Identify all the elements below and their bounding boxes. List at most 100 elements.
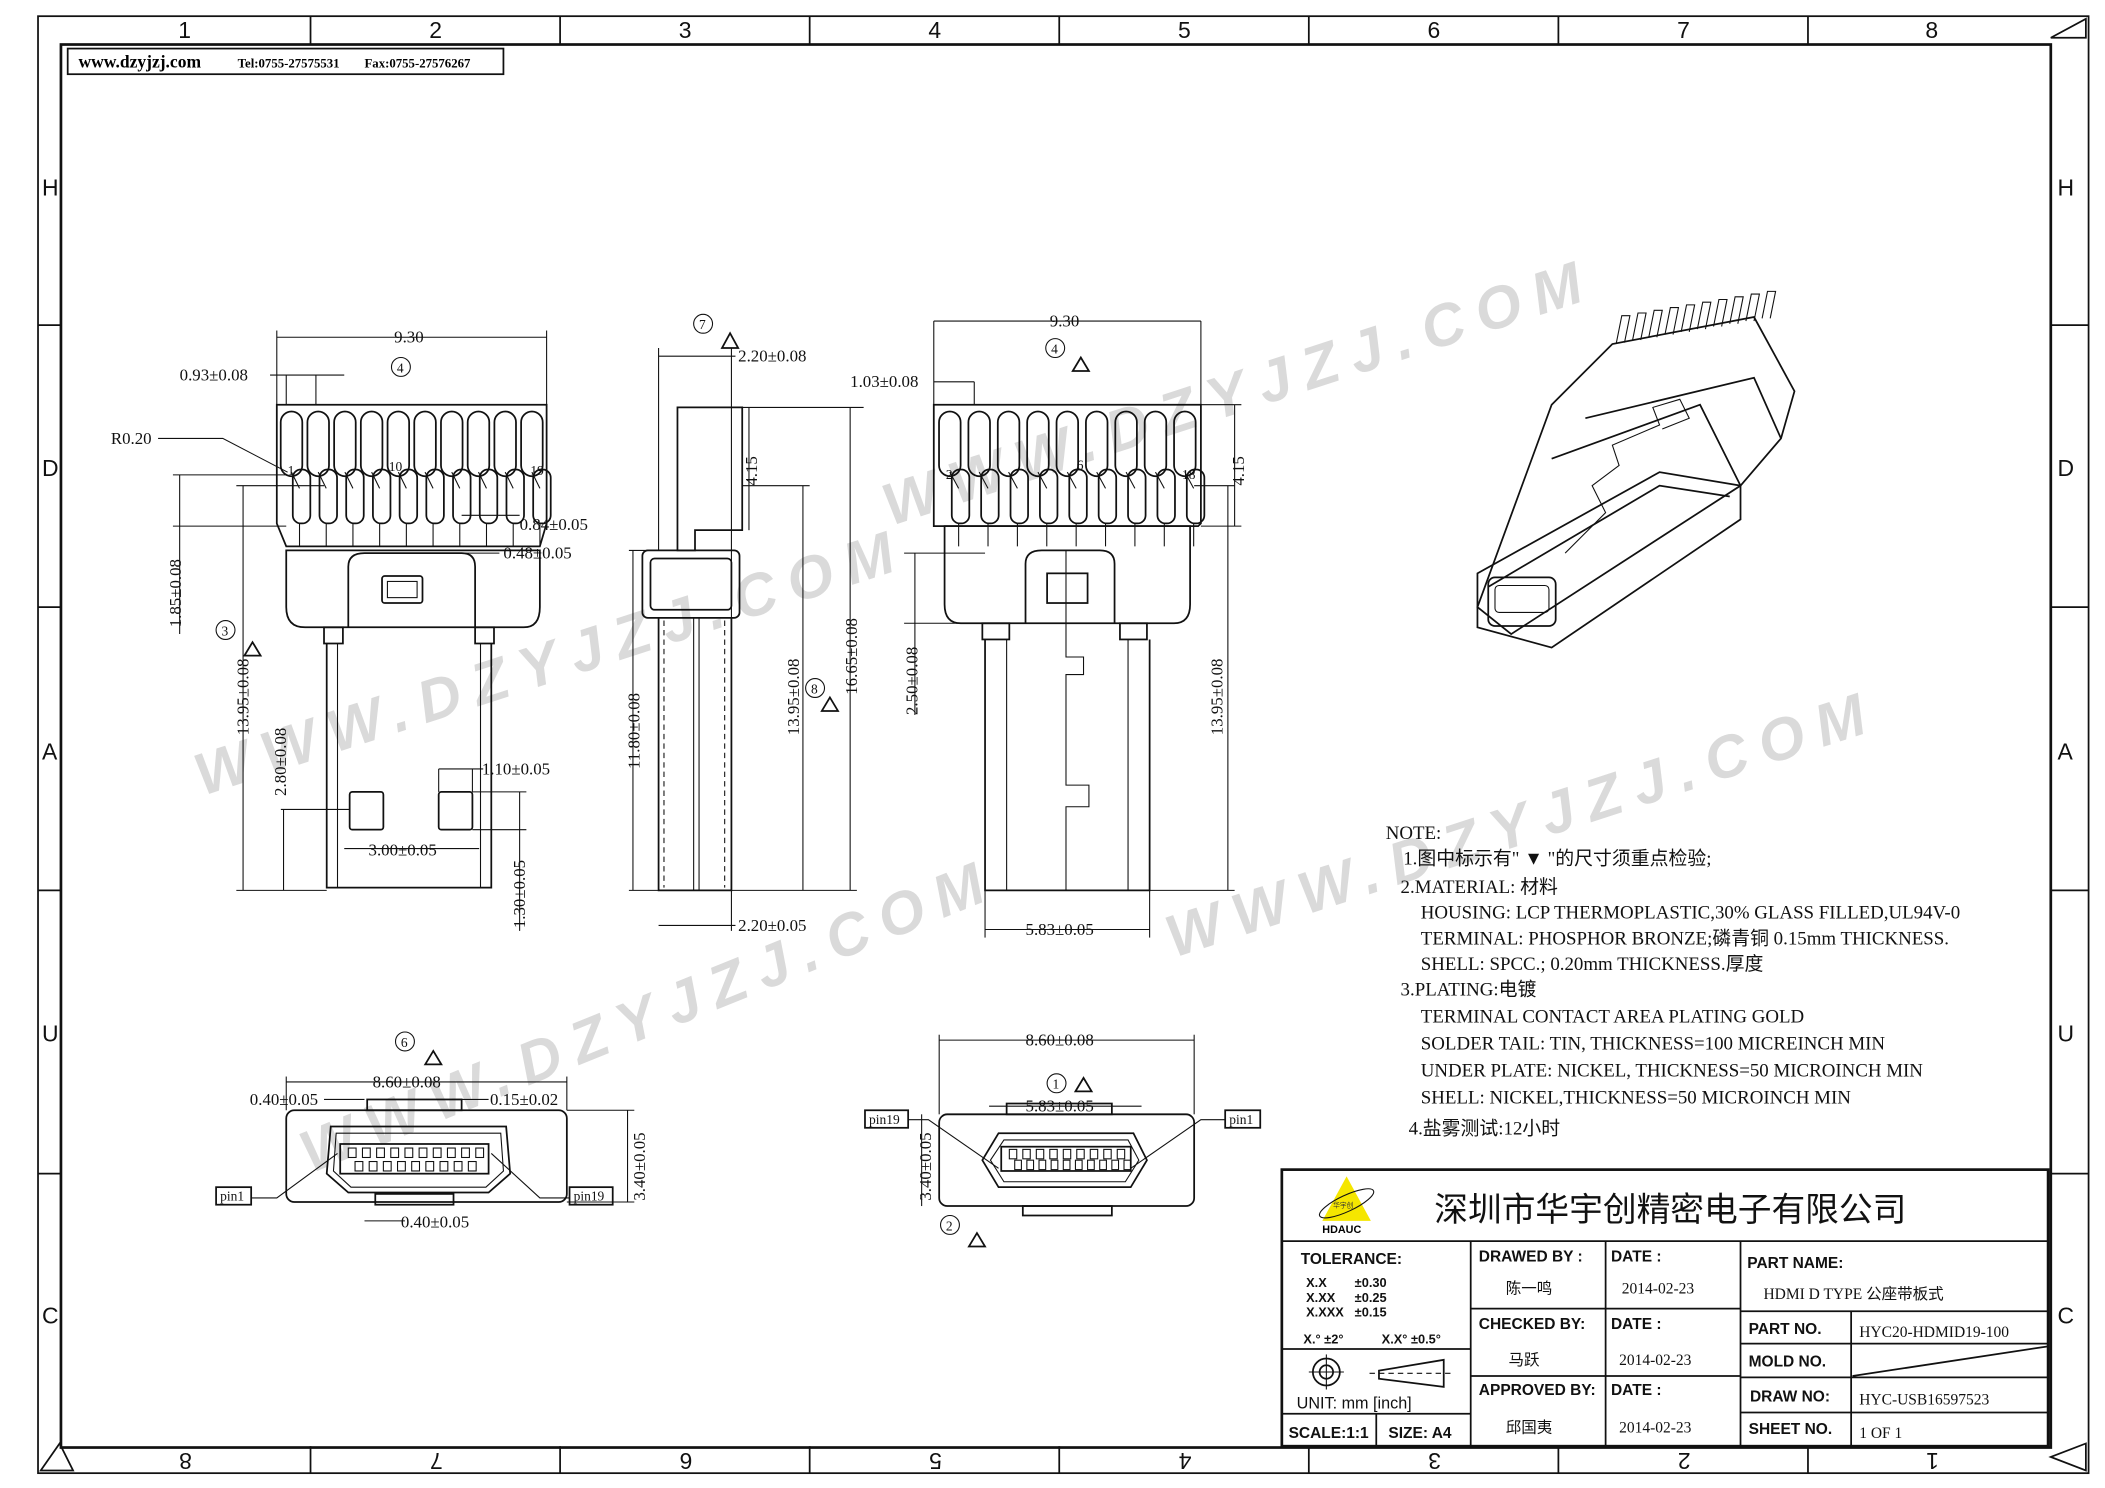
scale-text: SCALE:1:1 <box>1289 1425 1369 1442</box>
note-line: SOLDER TAIL: TIN, THICKNESS=100 MICREINC… <box>1421 1034 1886 1055</box>
contact <box>390 1147 400 1159</box>
solder-tail <box>938 410 962 478</box>
dim-width: 8.60±0.08 <box>1026 1031 1094 1050</box>
unit-text: UNIT: mm [inch] <box>1297 1394 1412 1412</box>
tolerance-format: X.XX <box>1306 1290 1336 1305</box>
contact <box>432 1147 442 1159</box>
tolerance-value: ±0.25 <box>1355 1290 1387 1305</box>
tolerance-format: X.X <box>1306 1275 1327 1290</box>
note-line: 3.PLATING:电镀 <box>1401 979 1537 1001</box>
terminal-pin <box>452 468 472 525</box>
draw-no-label: DRAW NO: <box>1750 1389 1830 1406</box>
terminal-pin <box>291 468 312 525</box>
frame-column-label: 3 <box>679 17 692 43</box>
part-name-label: PART NAME: <box>1747 1255 1843 1272</box>
logo-text: HDAUC <box>1322 1224 1361 1236</box>
pin-mark: 1 <box>288 463 295 478</box>
contact <box>1022 1148 1031 1160</box>
frame-column-label: 4 <box>928 17 941 43</box>
note-line: TERMINAL: PHOSPHOR BRONZE;磷青铜 0.15mm THI… <box>1421 927 1949 949</box>
tolerance-value: ±0.15 <box>1355 1305 1387 1320</box>
note-line: TERMINAL CONTACT AREA PLATING GOLD <box>1421 1007 1804 1028</box>
dim-slot: 0.40±0.05 <box>250 1090 318 1109</box>
contact <box>439 1160 449 1172</box>
solder-tail <box>440 410 464 478</box>
angle-tolerance: X.X° ±0.5° <box>1382 1332 1441 1347</box>
terminal-pin <box>1039 468 1059 525</box>
iso-pin <box>1664 307 1680 335</box>
contact <box>347 1147 357 1159</box>
frame-column-label: 7 <box>1677 17 1690 43</box>
contact <box>467 1160 477 1172</box>
drawed-by-label: DRAWED BY : <box>1479 1248 1583 1265</box>
terminal-pin <box>1127 468 1147 525</box>
balloon-3: 3 <box>221 623 228 638</box>
dim-height-1395: 13.95±0.08 <box>233 659 252 736</box>
solder-tail <box>279 410 304 478</box>
pin-link <box>1184 471 1195 489</box>
dim-height: 3.40±0.05 <box>916 1132 935 1200</box>
solder-tail <box>1173 410 1197 478</box>
date-value: 2014-02-23 <box>1622 1281 1695 1298</box>
terminal-pin <box>425 468 445 525</box>
date-label: DATE : <box>1611 1382 1662 1399</box>
dim-pitch: 0.93±0.08 <box>180 365 248 384</box>
contact <box>446 1147 456 1159</box>
terminal-pin <box>1068 468 1088 525</box>
solder-tail <box>520 410 544 478</box>
dim-pin-pitch: 0.84±0.05 <box>520 515 588 534</box>
pin-link <box>317 471 327 489</box>
website-text: www.dzyjzj.com <box>78 51 201 71</box>
dim-height-1180: 11.80±0.08 <box>625 693 644 769</box>
terminal-pin <box>345 468 365 525</box>
key-dimension-triangle <box>242 640 263 657</box>
watermark-text: WWW.DZYJZJ.COM <box>1157 676 1886 970</box>
pin-link <box>504 471 514 489</box>
iso-pin <box>1680 304 1696 332</box>
terminal-pin <box>318 468 338 525</box>
date-value: 2014-02-23 <box>1619 1420 1692 1437</box>
terminal-pin <box>950 468 971 525</box>
frame-column-label: 5 <box>1178 17 1191 43</box>
dim-bottom-slot: 0.40±0.05 <box>401 1213 469 1232</box>
frame-column-label: 2 <box>429 17 442 43</box>
pin-mark: 10 <box>389 459 403 474</box>
contact <box>411 1160 421 1172</box>
title-block: 华宇创 HDAUC 深圳市华宇创精密电子有限公司 TOLERANCE: X.X±… <box>1280 1168 2050 1448</box>
contact <box>382 1160 392 1172</box>
contact <box>1050 1159 1059 1171</box>
orientation-triangle <box>2050 17 2087 39</box>
contact <box>1035 1148 1045 1160</box>
sheet-no-value: 1 OF 1 <box>1859 1425 1902 1442</box>
contact <box>1089 1148 1099 1160</box>
pin-link <box>371 471 381 489</box>
solder-tail <box>1143 410 1168 478</box>
tolerance-format: X.XXX <box>1306 1305 1344 1320</box>
terminal-pin <box>372 468 392 525</box>
terminal-pin <box>980 468 1000 525</box>
frame-column-label: 6 <box>1428 17 1441 43</box>
note-line: 1.图中标示有" ▼ "的尺寸须重点检验; <box>1403 848 1711 870</box>
frame-column-label: 1 <box>1926 1448 1939 1474</box>
front-view: 9.30 4 0.93±0.08 R0.20 0.84±0.05 0.48±0.… <box>111 328 588 931</box>
balloon-4: 4 <box>397 360 404 375</box>
iso-pin <box>1696 301 1712 330</box>
part-name-value: HDMI D TYPE 公座带板式 <box>1763 1285 1943 1303</box>
frame-column-label: 2 <box>1678 1448 1691 1474</box>
pin-link <box>1008 471 1018 489</box>
key-dimension-triangle <box>1071 355 1091 372</box>
pin-link <box>344 471 354 489</box>
terminal-pin <box>505 468 525 525</box>
solder-tail <box>1114 410 1138 478</box>
balloon-6: 6 <box>401 1035 408 1050</box>
contact <box>1074 1159 1083 1171</box>
dim-inner-width: 5.83±0.05 <box>1026 1097 1094 1116</box>
dim-window-width: 1.10±0.05 <box>482 759 550 778</box>
contact-strip: www.dzyjzj.com Tel:0755-27575531 Fax:075… <box>66 47 505 76</box>
solder-tail <box>1055 410 1080 478</box>
draw-no-value: HYC-USB16597523 <box>1859 1391 1989 1408</box>
logo-cn-text: 华宇创 <box>1333 1200 1353 1209</box>
frame-row-label: H <box>2058 175 2075 201</box>
part-no-value: HYC20-HDMID19-100 <box>1859 1324 2009 1341</box>
